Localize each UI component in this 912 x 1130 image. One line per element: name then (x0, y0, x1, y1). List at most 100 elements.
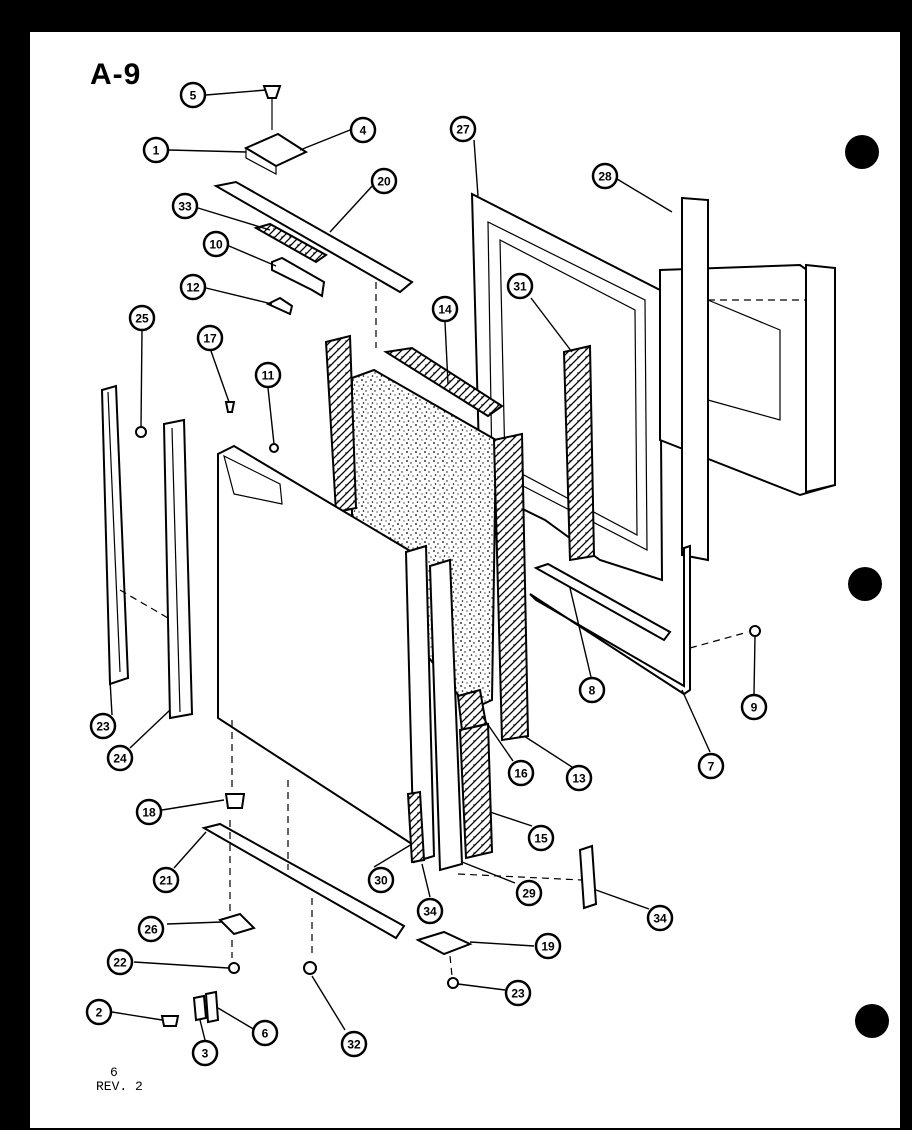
callout-circle (646, 904, 674, 932)
gasket-part-13 (492, 432, 530, 742)
side-channel-part-24 (100, 384, 130, 686)
callout-label: 9 (751, 701, 758, 715)
callout-circle (416, 897, 444, 925)
callout-label: 18 (142, 806, 156, 820)
callout-circle (370, 167, 398, 195)
callout-label: 17 (203, 332, 217, 346)
callout-circle (179, 273, 207, 301)
callout-circle (135, 798, 163, 826)
callout-label: 28 (598, 170, 612, 184)
callout-bubbles: 1234567891011121314151617181920212223232… (85, 81, 768, 1067)
gasket-part-34-top (253, 222, 328, 264)
callout-label: 25 (135, 312, 149, 326)
binder-hole-bottom (855, 1004, 889, 1038)
callout-label: 29 (522, 887, 536, 901)
callout-label: 32 (347, 1038, 361, 1052)
frame-part-30 (428, 558, 464, 872)
page-footer: 6 REV. 2 (96, 1066, 143, 1094)
screw-part-2 (160, 1015, 180, 1027)
top-trim-part-21 (213, 180, 414, 294)
bottom-rail-part-22 (201, 822, 406, 940)
callout-circle (171, 192, 199, 220)
callout-label: 23 (96, 720, 110, 734)
binder-hole-middle (848, 567, 882, 601)
callout-label: 34 (653, 912, 667, 926)
callout-label: 12 (186, 281, 200, 295)
screw-part-17 (224, 401, 236, 413)
callout-circle (697, 752, 725, 780)
callout-circle (202, 230, 230, 258)
callout-circle (191, 1039, 219, 1067)
bottom-hinge-part-6 (192, 990, 220, 1024)
diagram-title: A-9 (90, 58, 142, 91)
gasket-part-32 (562, 344, 596, 562)
gasket-part-34-bottom (406, 790, 426, 864)
gasket-part-16 (456, 688, 488, 732)
callout-label: 6 (262, 1027, 269, 1041)
callout-label: 15 (534, 832, 548, 846)
callout-circle (565, 764, 593, 792)
bracket-part-10 (271, 256, 326, 298)
callout-circle (128, 304, 156, 332)
callout-circle (527, 824, 555, 852)
callout-label: 24 (113, 752, 127, 766)
callout-label: 1 (153, 144, 160, 158)
gasket-part-15 (458, 722, 494, 860)
callout-circle (251, 1019, 279, 1047)
callout-circle (85, 998, 113, 1026)
callout-circle (431, 295, 459, 323)
frame-part-7 (529, 544, 691, 696)
callout-circle (534, 932, 562, 960)
callout-label: 4 (360, 124, 367, 138)
callout-circle (196, 324, 224, 352)
callout-label: 34 (423, 905, 437, 919)
hinge-bracket-part-20 (415, 930, 473, 956)
callout-circle (340, 1030, 368, 1058)
trim-part-8 (533, 562, 672, 642)
page-number: 6 (110, 1065, 118, 1080)
callout-label: 21 (159, 874, 173, 888)
callout-circle (89, 712, 117, 740)
callout-label: 30 (374, 874, 388, 888)
binder-hole-top (845, 135, 879, 169)
callout-circle (367, 866, 395, 894)
door-panel-part-31 (217, 444, 436, 864)
callout-label: 33 (178, 200, 192, 214)
outer-case-part-29 (659, 196, 836, 562)
screw-part-23-left (228, 962, 240, 974)
screw-part-23-right (447, 977, 459, 989)
callout-circle (504, 979, 532, 1007)
callout-label: 11 (262, 369, 275, 383)
callout-label: 20 (377, 175, 391, 189)
callout-label: 10 (209, 238, 223, 252)
callout-label: 5 (190, 89, 197, 103)
top-hinge-assembly (243, 85, 309, 175)
callout-label: 2 (96, 1006, 103, 1020)
callout-circle (106, 744, 134, 772)
leader-lines (109, 89, 756, 1041)
callout-label: 14 (438, 303, 452, 317)
callout-label: 13 (572, 772, 586, 786)
callout-circle (106, 948, 134, 976)
screw-part-26 (135, 426, 147, 438)
stop-part-35 (578, 844, 598, 910)
screw-part-11 (269, 443, 279, 453)
revision-label: REV. 2 (96, 1079, 143, 1094)
callout-circle (507, 759, 535, 787)
callout-label: 16 (514, 767, 528, 781)
bracket-part-27 (218, 912, 256, 936)
callout-label: 8 (589, 684, 596, 698)
callout-label: 19 (541, 940, 555, 954)
callout-label: 7 (708, 760, 715, 774)
callout-label: 26 (144, 923, 158, 937)
bushing-part-19 (224, 793, 246, 809)
callout-label: 3 (202, 1047, 209, 1061)
callout-circle (349, 116, 377, 144)
callout-circle (578, 676, 606, 704)
screw-part-9 (749, 625, 761, 637)
callout-circle (449, 115, 477, 143)
screw-part-33 (303, 961, 317, 975)
callout-label: 31 (513, 280, 527, 294)
callout-circle (254, 361, 282, 389)
